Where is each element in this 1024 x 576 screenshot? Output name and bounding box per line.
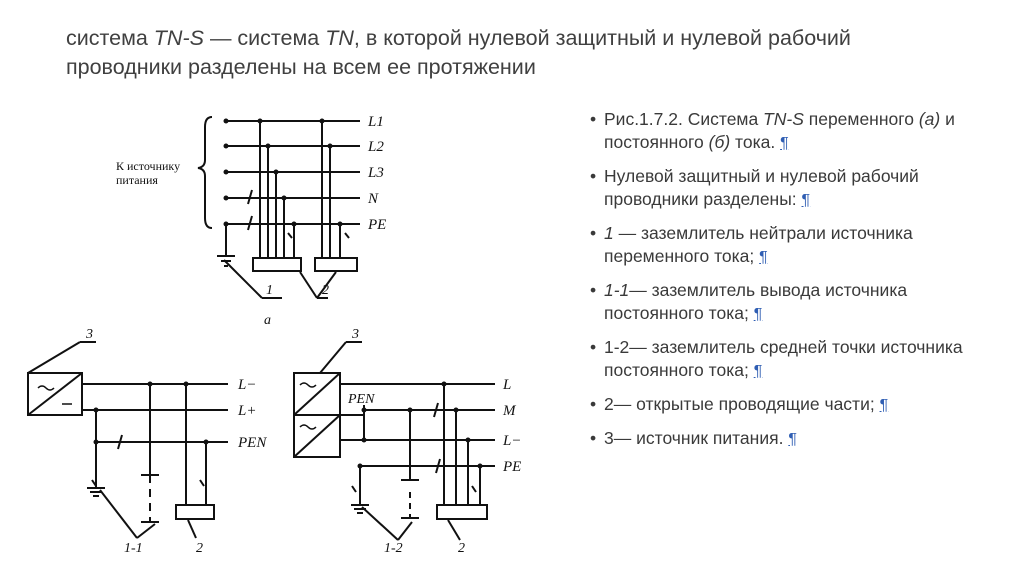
bullet-item: 1 — заземлитель нейтрали источника перем… bbox=[590, 222, 985, 269]
bullet-text: (б) bbox=[708, 132, 731, 152]
callout-2: 2 bbox=[322, 283, 329, 298]
pilcrow-link[interactable]: ¶ bbox=[753, 306, 763, 323]
bullet-text: — заземлитель вывода источника постоянно… bbox=[604, 280, 908, 323]
pilcrow-link[interactable]: ¶ bbox=[753, 363, 763, 380]
pilcrow-link[interactable]: ¶ bbox=[759, 249, 768, 266]
title-part-5: , в которой нулевой защитный и нулевой р… bbox=[66, 26, 851, 79]
source-number-b: 3 bbox=[85, 327, 93, 342]
bullet-text: 1 bbox=[604, 223, 614, 243]
bullet-text: переменного bbox=[803, 109, 919, 129]
label-L2: L2 bbox=[367, 139, 384, 155]
bullet-text: Рис.1.7.2. Система bbox=[604, 109, 764, 129]
label-PE-c: PE bbox=[502, 459, 521, 475]
label-PEN-b: PEN bbox=[237, 435, 267, 451]
callout-1-1: 1-1 bbox=[124, 541, 143, 556]
label-M: M bbox=[502, 403, 517, 419]
bullet-text: и постоянного bbox=[604, 109, 955, 152]
caption-a: а bbox=[264, 313, 271, 328]
pilcrow-link[interactable]: ¶ bbox=[879, 397, 889, 414]
bullet-text: тока. bbox=[730, 132, 781, 152]
bullet-item: 1-1— заземлитель вывода источника постоя… bbox=[590, 279, 985, 326]
label-L-minus-c: L− bbox=[502, 433, 521, 449]
bullet-item: 2— открытые проводящие части; ¶ bbox=[590, 393, 985, 417]
tn-s-schematic: К источнику питания L1 L2 L3 N PE 1 2 а … bbox=[27, 114, 521, 556]
label-L-minus: L− bbox=[237, 377, 256, 393]
pilcrow-link[interactable]: ¶ bbox=[780, 135, 789, 152]
source-number-c: 3 bbox=[351, 327, 359, 342]
bullet-text: 3— источник питания. bbox=[604, 428, 789, 448]
source-brace bbox=[197, 116, 213, 229]
pilcrow-link[interactable]: ¶ bbox=[801, 192, 811, 209]
source-label-line-2: питания bbox=[116, 173, 158, 187]
source-label-line-1: К источнику bbox=[116, 159, 180, 173]
label-PEN-c: PEN bbox=[347, 392, 375, 407]
bullet-text: Нулевой защитный и нулевой рабочий прово… bbox=[604, 166, 919, 209]
title-part-1: система bbox=[66, 26, 154, 50]
bullet-item: Рис.1.7.2. Система TN-S переменного (а) … bbox=[590, 108, 985, 155]
bullet-text: TN-S bbox=[763, 109, 804, 129]
bullet-text: 1-2— заземлитель средней точки источника… bbox=[604, 337, 963, 380]
bullet-text: — заземлитель нейтрали источника перемен… bbox=[604, 223, 913, 266]
bullet-item: 3— источник питания. ¶ bbox=[590, 427, 985, 451]
title-part-2: TN-S bbox=[153, 26, 204, 50]
bullet-text: 2— открытые проводящие части; bbox=[604, 394, 880, 414]
callout-1-2: 1-2 bbox=[384, 541, 403, 556]
bullet-text: (а) bbox=[918, 109, 941, 129]
title-part-4: TN bbox=[325, 26, 354, 50]
title-part-3: — система bbox=[203, 26, 326, 50]
label-N: N bbox=[367, 191, 379, 207]
bullet-item: 1-2— заземлитель средней точки источника… bbox=[590, 336, 985, 383]
bullet-text: 1-1 bbox=[604, 280, 630, 300]
label-L: L bbox=[502, 377, 511, 393]
label-L3: L3 bbox=[367, 165, 384, 181]
callout-1: 1 bbox=[266, 283, 273, 298]
label-PE: PE bbox=[367, 217, 386, 233]
bullet-list: Рис.1.7.2. Система TN-S переменного (а) … bbox=[590, 108, 985, 461]
bullet-item: Нулевой защитный и нулевой рабочий прово… bbox=[590, 165, 985, 212]
callout-2-c: 2 bbox=[458, 541, 465, 556]
callout-2-b: 2 bbox=[196, 541, 203, 556]
pilcrow-link[interactable]: ¶ bbox=[788, 431, 797, 448]
label-L1: L1 bbox=[367, 114, 384, 130]
label-L-plus: L+ bbox=[237, 403, 256, 419]
slide-title: система TN-S — система TN, в которой нул… bbox=[66, 24, 966, 82]
